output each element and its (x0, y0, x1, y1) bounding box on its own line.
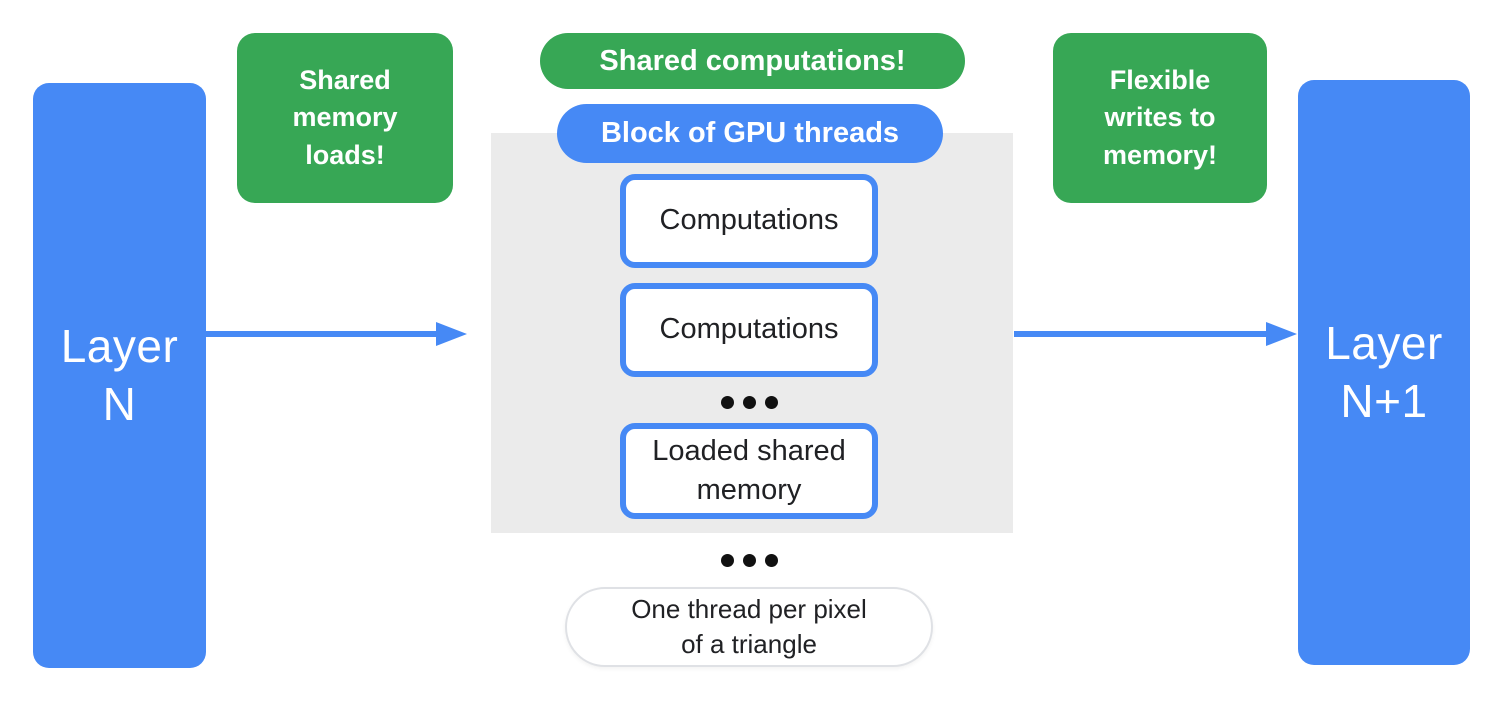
arrow-left-icon (206, 322, 467, 346)
computations-box-2-label: Computations (659, 313, 839, 346)
block-of-gpu-threads-pill: Block of GPU threads (557, 104, 943, 163)
shared-computations-callout: Shared computations! (540, 33, 965, 89)
dot-icon (743, 396, 756, 409)
block-of-gpu-threads-label: Block of GPU threads (600, 117, 900, 149)
shared-computations-label: Shared computations! (599, 44, 906, 77)
flexible-writes-callout: Flexible writes to memory! (1053, 33, 1267, 203)
ellipsis-icon (721, 554, 778, 567)
shared-memory-loads-label: Shared memory loads! (292, 65, 398, 170)
dot-icon (765, 554, 778, 567)
computations-box-2: Computations (620, 283, 878, 377)
layer-n-box: Layer N (33, 83, 206, 668)
arrow-right-icon (1014, 322, 1297, 346)
computations-box-1-label: Computations (659, 204, 839, 237)
layer-n-plus-1-box: Layer N+1 (1298, 80, 1470, 665)
layer-n-label: Layer N (60, 320, 179, 430)
loaded-shared-memory-box: Loaded shared memory (620, 423, 878, 519)
dot-icon (743, 554, 756, 567)
layer-n-plus-1-label: Layer N+1 (1325, 317, 1443, 427)
computations-box-1: Computations (620, 174, 878, 268)
one-thread-per-pixel-label: One thread per pixel of a triangle (631, 593, 867, 659)
dot-icon (721, 396, 734, 409)
loaded-shared-memory-label: Loaded shared memory (652, 434, 846, 506)
one-thread-per-pixel-pill: One thread per pixel of a triangle (565, 587, 933, 667)
shared-memory-loads-callout: Shared memory loads! (237, 33, 453, 203)
dot-icon (721, 554, 734, 567)
flexible-writes-label: Flexible writes to memory! (1102, 65, 1218, 170)
ellipsis-icon (721, 396, 778, 409)
dot-icon (765, 396, 778, 409)
